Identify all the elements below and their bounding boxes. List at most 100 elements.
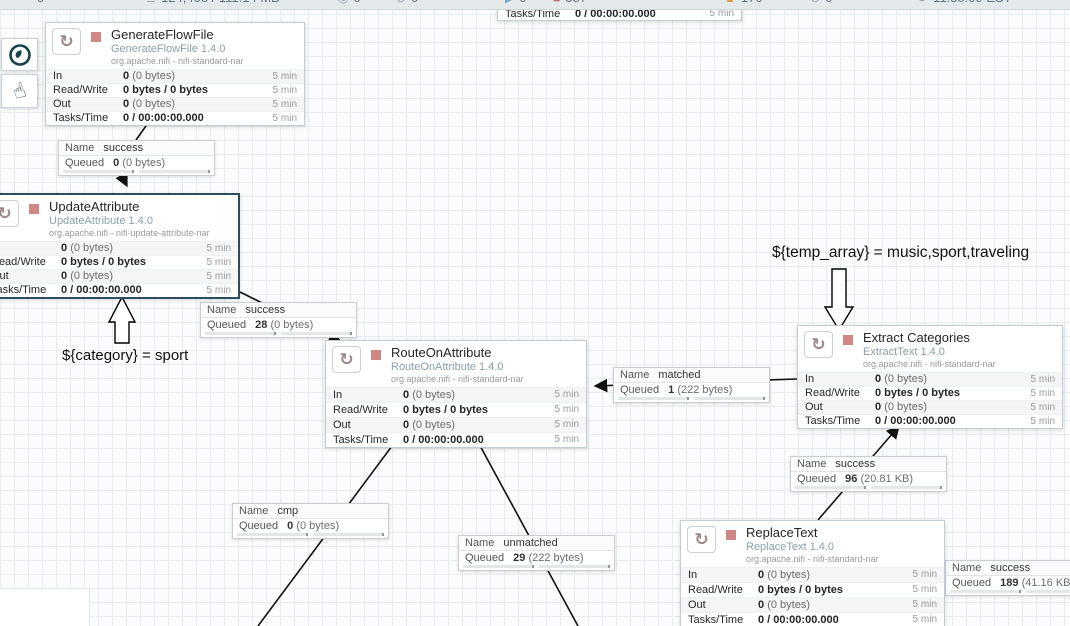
running-play-icon: ▶ bbox=[505, 0, 514, 5]
processor-type: ExtractText 1.4.0 bbox=[863, 346, 996, 359]
processor-title: RouteOnAttribute bbox=[391, 346, 524, 361]
hand-cursor-button[interactable]: ☝ bbox=[1, 74, 38, 108]
processor-type: RouteOnAttribute 1.4.0 bbox=[391, 361, 524, 374]
connection-queued: 29 (222 bytes) bbox=[513, 552, 583, 564]
stat-row-in: In0 (0 bytes)5 min bbox=[46, 69, 304, 83]
invalid-warning-icon: ▲ bbox=[724, 0, 736, 5]
queue-percent-bars bbox=[233, 532, 388, 538]
connection-queued: 1 (222 bytes) bbox=[668, 384, 732, 396]
active-threads-count: 0 bbox=[37, 0, 44, 5]
processor-bundle: org.apache.nifi - nifi-standard-nar bbox=[391, 374, 524, 384]
connection-name: success bbox=[990, 562, 1030, 574]
processor-title: Extract Categories bbox=[863, 331, 996, 346]
connection-queued: 189 (41.16 KB) bbox=[1000, 577, 1070, 589]
transmitting-icon: ◎ bbox=[338, 0, 348, 5]
processor-title: UpdateAttribute bbox=[49, 200, 210, 215]
disabled-count: 0 bbox=[825, 0, 832, 5]
running-count: 0 bbox=[519, 0, 526, 5]
processor-bundle: org.apache.nifi - nifi-standard-nar bbox=[863, 359, 996, 369]
connection-queued: 96 (20.81 KB) bbox=[845, 473, 913, 485]
cropped-panel-bottom-left bbox=[0, 588, 90, 626]
stat-row-out: Out0 (0 bytes)5 min bbox=[46, 97, 304, 111]
connection-label-unmatched[interactable]: Nameunmatched Queued29 (222 bytes) bbox=[458, 535, 615, 571]
stopped-state-icon bbox=[843, 335, 853, 345]
last-refresh-time: 11:38:09 EST bbox=[933, 0, 1012, 5]
stopped-state-icon bbox=[726, 530, 736, 540]
stat-row-in: In0 (0 bytes)5 min bbox=[326, 387, 586, 402]
annotation-temp-array: ${temp_array} = music,sport,traveling bbox=[772, 244, 1029, 262]
stat-row-out: Out0 (0 bytes)5 min bbox=[0, 269, 238, 283]
stat-row-tasks: Tasks/Time0 / 00:00:00.0005 min bbox=[326, 432, 586, 447]
stat-row-out: Out0 (0 bytes)5 min bbox=[681, 597, 944, 612]
processor-generateflowfile[interactable]: ↻ GenerateFlowFile GenerateFlowFile 1.4.… bbox=[45, 22, 305, 126]
stat-row-readwrite: Read/Write0 bytes / 0 bytes5 min bbox=[798, 386, 1062, 400]
processor-type: ReplaceText 1.4.0 bbox=[746, 541, 879, 554]
connection-label-success-96[interactable]: Namesuccess Queued96 (20.81 KB) bbox=[790, 456, 947, 492]
stat-row-tasks: Tasks/Time0 / 00:00:00.0005 min bbox=[0, 283, 238, 297]
connection-label-success-0[interactable]: Namesuccess Queued0 (0 bytes) bbox=[58, 140, 215, 176]
processor-routeonattribute[interactable]: ↻ RouteOnAttribute RouteOnAttribute 1.4.… bbox=[325, 340, 587, 448]
not-transmitting-icon: ⊘ bbox=[396, 0, 406, 5]
connection-label-success-28[interactable]: Namesuccess Queued28 (0 bytes) bbox=[200, 302, 357, 338]
stat-row-in: In0 (0 bytes)5 min bbox=[0, 241, 238, 255]
processor-type: GenerateFlowFile 1.4.0 bbox=[111, 43, 244, 56]
connection-label-cmp[interactable]: Namecmp Queued0 (0 bytes) bbox=[232, 503, 389, 539]
connection-name: cmp bbox=[277, 505, 298, 517]
stat-row-readwrite: Read/Write0 bytes / 0 bytes5 min bbox=[0, 255, 238, 269]
stopped-state-icon bbox=[371, 350, 381, 360]
processor-updateattribute[interactable]: ↻ UpdateAttribute UpdateAttribute 1.4.0 … bbox=[0, 193, 240, 299]
stopped-square-icon: ■ bbox=[553, 0, 560, 5]
stat-row-readwrite: Read/Write0 bytes / 0 bytes5 min bbox=[681, 582, 944, 597]
nifi-logo-button[interactable] bbox=[1, 38, 38, 71]
connection-name: unmatched bbox=[503, 537, 557, 549]
stat-row-out: Out0 (0 bytes)5 min bbox=[326, 417, 586, 432]
queue-percent-bars bbox=[614, 396, 769, 402]
stat-row-tasks: Tasks/Time0 / 00:00:00.0005 min bbox=[46, 111, 304, 125]
queue-percent-bars bbox=[946, 589, 1070, 595]
stopped-state-icon bbox=[91, 32, 101, 42]
processor-stamp-icon: ↻ bbox=[804, 331, 833, 358]
processor-extract-categories[interactable]: ↻ Extract Categories ExtractText 1.4.0 o… bbox=[797, 325, 1063, 429]
annotation-down-arrow bbox=[825, 269, 853, 330]
processor-stamp-icon: ↻ bbox=[52, 28, 81, 55]
stopped-state-icon bbox=[29, 204, 39, 214]
processor-stamp-icon: ↻ bbox=[687, 526, 716, 553]
queued-list-icon: ≣ bbox=[146, 0, 156, 5]
wire-route-unmatched-down bbox=[478, 442, 578, 626]
processor-title: GenerateFlowFile bbox=[111, 28, 244, 43]
connection-name: success bbox=[103, 142, 143, 154]
stat-row-in: In0 (0 bytes)5 min bbox=[798, 372, 1062, 386]
connection-name: success bbox=[245, 304, 285, 316]
stopped-count: 387 bbox=[565, 0, 587, 5]
annotation-up-arrow bbox=[109, 297, 135, 343]
stat-row-out: Out0 (0 bytes)5 min bbox=[798, 400, 1062, 414]
processor-bundle: org.apache.nifi - nifi-update-attribute-… bbox=[49, 228, 210, 238]
stat-row-in: In0 (0 bytes)5 min bbox=[681, 567, 944, 582]
processor-stamp-icon: ↻ bbox=[332, 346, 361, 373]
invalid-count: 170 bbox=[741, 0, 763, 5]
queue-percent-bars bbox=[59, 169, 214, 175]
status-bar: ⋯0 ≣124,408 / 111.14 MB ◎0 ⊘0 ▶0 ■387 ▲1… bbox=[0, 0, 1070, 10]
processor-stamp-icon: ↻ bbox=[0, 200, 19, 227]
stat-row-tasks: Tasks/Time0 / 00:00:00.0005 min bbox=[681, 612, 944, 626]
connection-label-matched[interactable]: Namematched Queued1 (222 bytes) bbox=[613, 367, 770, 403]
disabled-icon: ⊘ bbox=[810, 0, 820, 5]
queue-percent-bars bbox=[459, 564, 614, 570]
processor-replacetext[interactable]: ↻ ReplaceText ReplaceText 1.4.0 org.apac… bbox=[680, 520, 945, 626]
nifi-logo-icon bbox=[8, 43, 32, 67]
connection-queued: 0 (0 bytes) bbox=[287, 520, 339, 532]
processor-bundle: org.apache.nifi - nifi-standard-nar bbox=[746, 554, 879, 564]
annotation-category: ${category} = sport bbox=[62, 347, 188, 364]
refresh-icon[interactable]: ⟳ bbox=[918, 0, 928, 5]
connection-label-success-189[interactable]: Namesuccess Queued189 (41.16 KB) bbox=[945, 560, 1070, 596]
queue-percent-bars bbox=[201, 331, 356, 337]
queue-percent-bars bbox=[791, 485, 946, 491]
stat-row-readwrite: Read/Write0 bytes / 0 bytes5 min bbox=[326, 402, 586, 417]
connection-queued: 28 (0 bytes) bbox=[255, 319, 313, 331]
stat-row-readwrite: Read/Write0 bytes / 0 bytes5 min bbox=[46, 83, 304, 97]
connection-name: success bbox=[835, 458, 875, 470]
queued-total: 124,408 / 111.14 MB bbox=[161, 0, 280, 5]
cluster-dots-icon: ⋯ bbox=[20, 0, 32, 5]
hand-pointer-icon: ☝ bbox=[10, 79, 29, 103]
